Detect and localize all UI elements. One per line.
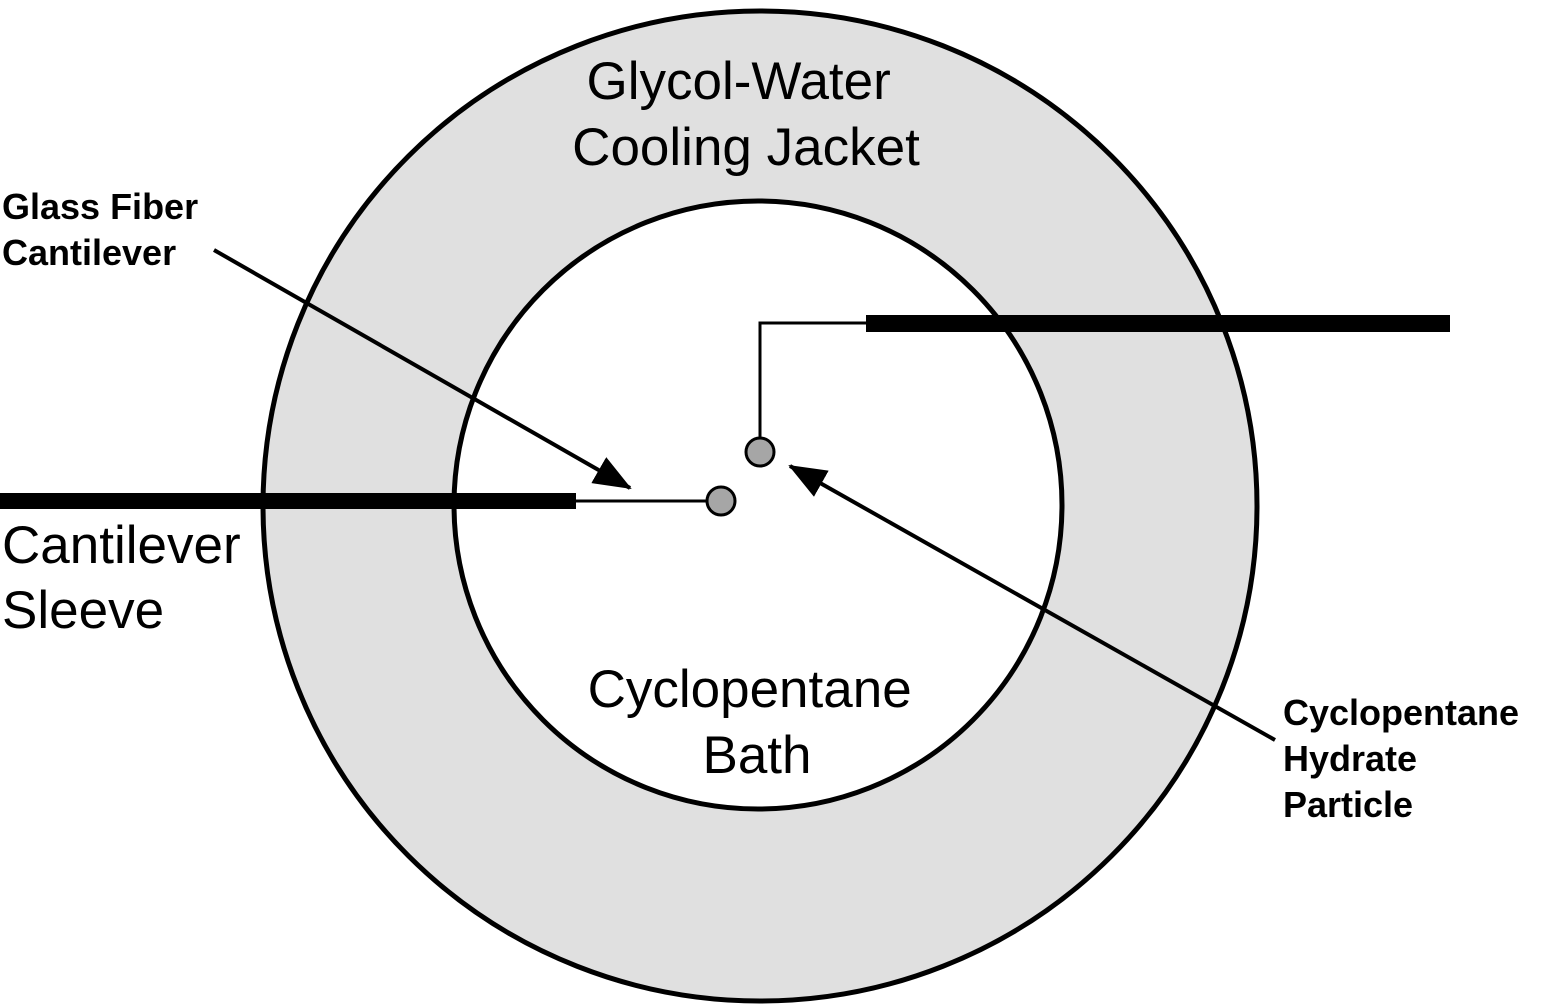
glass-fiber-label: Glass Fiber Cantilever bbox=[2, 186, 208, 273]
cantilever-sleeve-label: Cantilever Sleeve bbox=[2, 516, 255, 640]
glass-fiber-label-line-2: Cantilever bbox=[2, 232, 176, 273]
cooling-jacket-label: Glycol-Water Cooling Jacket bbox=[572, 52, 920, 177]
cooling-jacket-label-line-2: Cooling Jacket bbox=[572, 118, 920, 177]
left-cantilever-sleeve-bar bbox=[0, 493, 576, 509]
right-hydrate-particle bbox=[744, 436, 776, 468]
cyclopentane-bath-label-line-1: Cyclopentane bbox=[588, 660, 912, 719]
cooling-jacket-label-line-1: Glycol-Water bbox=[586, 52, 890, 111]
cantilever-sleeve-label-line-1: Cantilever bbox=[2, 516, 241, 575]
right-glass-fiber bbox=[758, 321, 866, 438]
cyclopentane-bath-label-line-2: Bath bbox=[702, 726, 811, 785]
hydrate-particle-label-line-3: Particle bbox=[1283, 784, 1413, 825]
hydrate-particle-pointer-arrow bbox=[788, 464, 1276, 742]
right-cantilever-sleeve-bar bbox=[866, 315, 1450, 332]
hydrate-particle-label: Cyclopentane Hydrate Particle bbox=[1283, 692, 1529, 825]
glass-fiber-label-line-1: Glass Fiber bbox=[2, 186, 198, 227]
hydrate-particle-label-line-2: Hydrate bbox=[1283, 738, 1417, 779]
cantilever-sleeve-label-line-2: Sleeve bbox=[2, 581, 164, 640]
hydrate-particle-label-line-1: Cyclopentane bbox=[1283, 692, 1519, 733]
glass-fiber-pointer-arrow bbox=[213, 248, 632, 490]
cyclopentane-bath-label: Cyclopentane Bath bbox=[588, 660, 927, 785]
left-hydrate-particle bbox=[705, 485, 737, 517]
